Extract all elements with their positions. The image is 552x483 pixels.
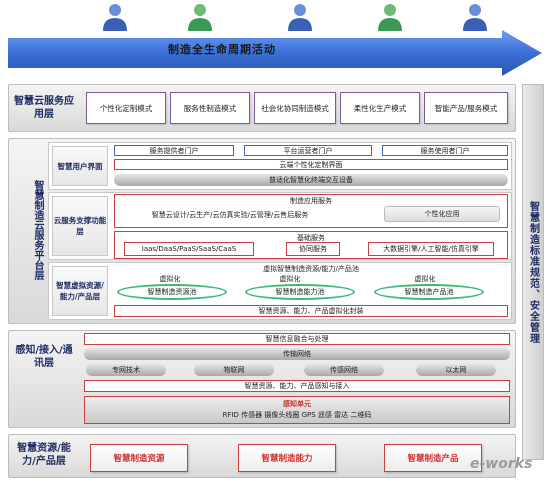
net-sensor: 传感网络 (304, 364, 384, 376)
access-layer-title: 感知/接入/通讯层 (15, 345, 73, 369)
transport-network: 传输网络 (84, 348, 510, 360)
standards-security-bar: 智慧制造标准规范、安全管理 (522, 84, 544, 460)
app-layer-title: 智慧云服务应用层 (14, 96, 74, 120)
person-icon (288, 4, 312, 31)
terminal-devices: 普适化智慧化终端交互设备 (114, 174, 508, 186)
personal-app: 个性化应用 (384, 206, 500, 222)
arrow-title: 制造全生命周期活动 (168, 43, 276, 56)
portal-provider: 服务提供者门户 (114, 145, 234, 156)
app-item: 社会化协同制造模式 (254, 92, 336, 124)
virtualize-label: 虚拟化 (159, 275, 181, 283)
virtual-pool: 虚拟智慧制造资源/能力/产品池 (263, 265, 359, 273)
lifecycle-arrow: 制造全生命周期活动 (8, 30, 542, 76)
virtual-encapsulation: 智慧资源、能力、产品虚拟化封装 (114, 305, 508, 317)
app-item: 服务性制造模式 (170, 92, 250, 124)
arrow-shape (8, 30, 542, 76)
e-works-logo: e-works (470, 456, 533, 472)
mfg-items: 智慧云设计/云生产/云仿真实验/云管理/云售后服务 (151, 211, 309, 219)
virtual-title: 智慧虚拟资源/能力/产品层 (52, 266, 108, 316)
sensor-unit (84, 396, 510, 424)
product-item: 智慧制造产品 (384, 444, 482, 472)
person-icon (378, 4, 402, 31)
app-item: 柔性化生产模式 (340, 92, 420, 124)
resource-layer-title: 智慧资源/能力/产品层 (17, 443, 71, 467)
net-ethernet: 以太网 (416, 364, 496, 376)
portal-operator: 平台运营者门户 (244, 145, 372, 156)
collab-box: 协同服务 (286, 242, 340, 256)
people-row (60, 2, 500, 32)
net-private: 专网技术 (86, 364, 166, 376)
support-title: 云服务支撑功能层 (52, 196, 108, 256)
portal-user: 服务使用者门户 (382, 145, 508, 156)
person-icon (463, 4, 487, 31)
mfg-service-label: 制造应用服务 (290, 197, 332, 205)
capability-pool: 智慧制造能力池 (245, 284, 355, 300)
sensor-items: RFID 传感器 摄像头线圈 GPS 遥感 雷达 二维码 (222, 411, 372, 419)
net-iot: 物联网 (194, 364, 274, 376)
bigdata-box: 大数据引擎/人工智能/仿真引擎 (368, 242, 494, 256)
resource-item: 智慧制造资源 (90, 444, 188, 472)
fusion-box: 智慧信息融合与处理 (84, 333, 510, 345)
virtualize-label: 虚拟化 (414, 275, 436, 283)
person-icon (103, 4, 127, 31)
user-ui-title: 智慧用户界面 (52, 146, 108, 186)
app-item: 个性化定制模式 (86, 92, 166, 124)
resource-pool: 智慧制造资源池 (117, 284, 227, 300)
custom-ui: 云端个性化定制界面 (114, 159, 508, 170)
product-pool: 智慧制造产品池 (374, 284, 484, 300)
platform-layer-title: 智慧制造云服务平台层 (32, 180, 43, 280)
virtualize-label: 虚拟化 (279, 275, 301, 283)
app-item: 智能产品/服务模式 (424, 92, 508, 124)
sensor-title: 感知单元 (283, 400, 311, 408)
perception-box: 智慧资源、能力、产品感知与接入 (84, 380, 510, 392)
capability-item: 智慧制造能力 (238, 444, 336, 472)
saas-box: Iaas/DaaS/PaaS/SaaS/CaaS (124, 242, 254, 256)
base-service-label: 基础服务 (297, 234, 325, 242)
person-icon (188, 4, 212, 31)
